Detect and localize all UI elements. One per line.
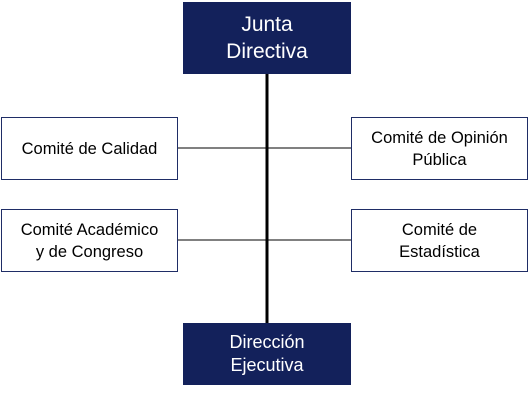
academic-committee-box: Comité Académico y de Congreso — [1, 209, 178, 272]
quality-committee-box: Comité de Calidad — [1, 117, 178, 180]
executive-direction-box: Dirección Ejecutiva — [183, 323, 351, 385]
statistics-committee-box: Comité de Estadística — [351, 209, 528, 272]
board-of-directors-box: Junta Directiva — [183, 2, 351, 74]
public-opinion-committee-box: Comité de Opinión Pública — [351, 117, 528, 180]
